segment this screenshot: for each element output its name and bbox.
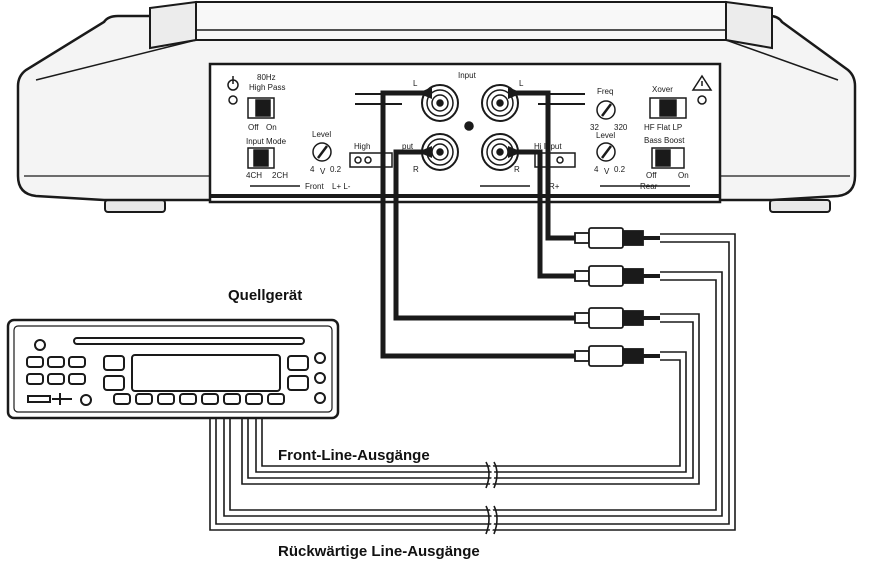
rca-plug-4 [574, 345, 660, 367]
amplifier-panel [227, 74, 713, 187]
jack-right-label-2: R [514, 165, 520, 174]
amplifier [16, 0, 857, 213]
side-button-right-bottom[interactable] [287, 375, 309, 391]
high-pass-label: High Pass [249, 83, 285, 92]
rear-level-min: 4 [594, 165, 599, 174]
rca-plugs [574, 227, 660, 367]
rca-cables [380, 87, 575, 359]
input-mode-label: Input Mode [246, 137, 287, 146]
button-5[interactable] [47, 373, 65, 385]
rear-outputs-label: Rückwärtige Line-Ausgänge [278, 543, 480, 560]
high-pass-off: Off [248, 123, 259, 132]
freq-min: 32 [590, 123, 599, 132]
cable-front-right [393, 149, 575, 321]
knob-right-top[interactable] [314, 352, 326, 364]
button-4[interactable] [26, 373, 44, 385]
power-icon [227, 76, 239, 105]
cable-front-left [380, 90, 575, 359]
rear-level-max: 0.2 [614, 165, 626, 174]
side-button-left-top[interactable] [103, 355, 125, 371]
eject-slot[interactable] [27, 395, 51, 403]
knob-right-bottom[interactable] [314, 392, 326, 404]
bass-boost-label: Bass Boost [644, 136, 685, 145]
button-6[interactable] [68, 373, 86, 385]
rear-high-input-connector[interactable] [534, 152, 576, 168]
arrow-control-icon[interactable] [52, 393, 72, 405]
jack-right-label-1: R [413, 165, 419, 174]
front-level-max: 0.2 [330, 165, 342, 174]
preset-6[interactable] [223, 393, 241, 405]
preset-2[interactable] [135, 393, 153, 405]
preset-5[interactable] [201, 393, 219, 405]
xover-label: Xover [652, 85, 673, 94]
freq-label: Freq [597, 87, 613, 96]
small-knob[interactable] [80, 394, 92, 406]
bass-boost-on: On [678, 171, 689, 180]
button-3[interactable] [68, 356, 86, 368]
jack-left-label-1: L [413, 79, 418, 88]
freq-max: 320 [614, 123, 628, 132]
front-high-input-label: High [354, 142, 370, 151]
rear-level-mid: V [604, 167, 610, 176]
rca-jack-rear-left[interactable] [481, 84, 519, 122]
mode-4ch: 4CH [246, 171, 262, 180]
knob-right-middle[interactable] [314, 372, 326, 384]
front-level-mid: V [320, 167, 326, 176]
side-button-right-top[interactable] [287, 355, 309, 371]
button-2[interactable] [47, 356, 65, 368]
front-level-min: 4 [310, 165, 315, 174]
rca-plug-1 [574, 227, 660, 249]
signal-cables [209, 233, 736, 535]
preset-3[interactable] [157, 393, 175, 405]
preset-7[interactable] [245, 393, 263, 405]
front-high-input-suffix: put [402, 142, 414, 151]
source-head-unit [6, 318, 340, 420]
rear-level-label: Level [596, 131, 615, 140]
cable-rear-right [510, 149, 575, 279]
rca-jack-front-left[interactable] [421, 84, 459, 122]
rca-plug-2 [574, 265, 660, 287]
side-button-left-bottom[interactable] [103, 375, 125, 391]
preset-4[interactable] [179, 393, 197, 405]
display [131, 354, 281, 392]
rear-channels: R+ [549, 182, 560, 191]
center-indicator-icon [464, 121, 474, 131]
preset-8[interactable] [267, 393, 285, 405]
rca-plug-3 [574, 307, 660, 329]
front-high-input-connector[interactable] [349, 152, 393, 168]
freq-knob[interactable] [596, 100, 616, 120]
preset-1[interactable] [113, 393, 131, 405]
xover-options: HF Flat LP [644, 123, 682, 132]
cable-rear-left [510, 90, 575, 241]
front-level-label: Level [312, 130, 331, 139]
front-outputs-label: Front-Line-Ausgänge [278, 447, 430, 464]
input-label: Input [458, 71, 477, 80]
front-level-knob[interactable] [312, 142, 332, 162]
high-pass-on: On [266, 123, 277, 132]
power-button[interactable] [34, 339, 46, 351]
rear-level-knob[interactable] [596, 142, 616, 162]
warning-icon [691, 74, 713, 105]
front-channels: L+ L- [332, 182, 351, 191]
front-label: Front [305, 182, 324, 191]
jack-left-label-2: L [519, 79, 524, 88]
bass-boost-off: Off [646, 171, 657, 180]
cd-slot [73, 337, 305, 345]
source-unit-label: Quellgerät [228, 287, 302, 304]
high-pass-freq: 80Hz [257, 73, 276, 82]
button-1[interactable] [26, 356, 44, 368]
mode-2ch: 2CH [272, 171, 288, 180]
rear-label: Rear [640, 182, 658, 191]
